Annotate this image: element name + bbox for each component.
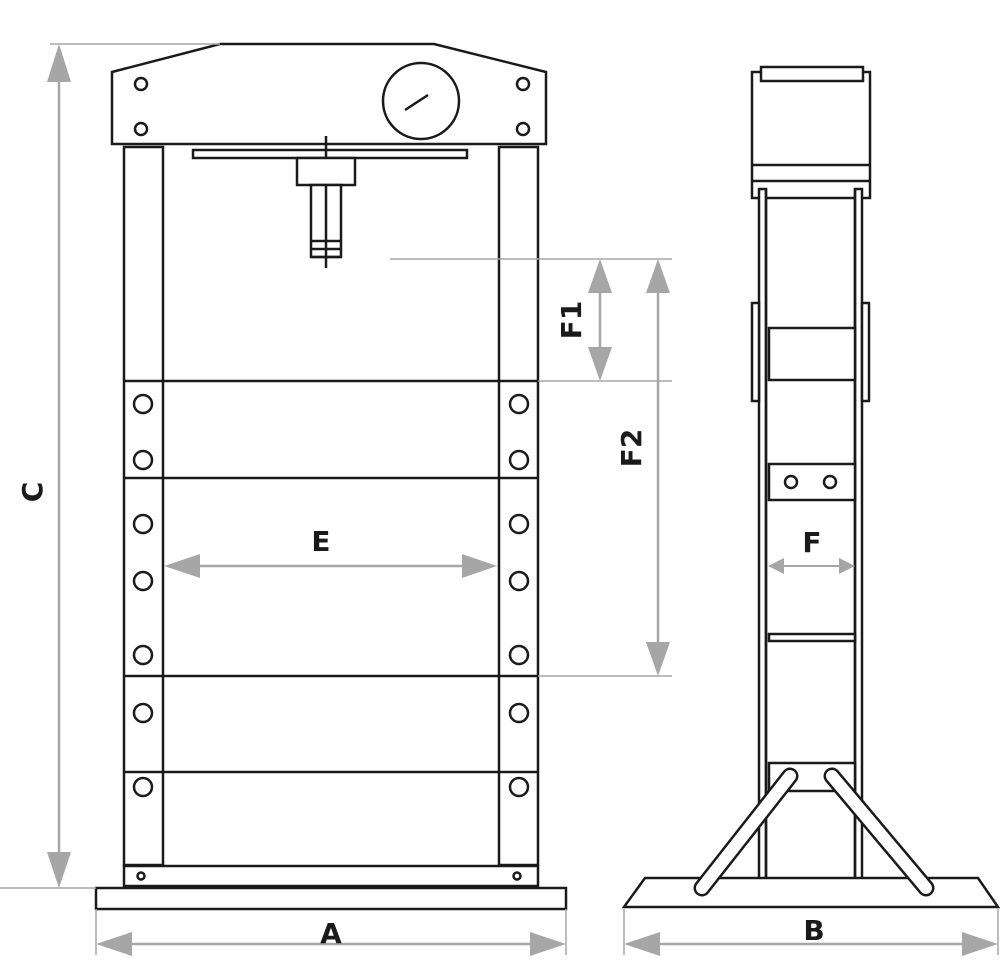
pressure-gauge-icon bbox=[381, 61, 461, 141]
dimension-b-label: B bbox=[803, 914, 824, 947]
base-plate bbox=[94, 886, 568, 911]
side-bed-block bbox=[767, 462, 857, 502]
dimension-f2-label: F2 bbox=[615, 429, 648, 468]
dimension-e-label: E bbox=[311, 525, 330, 558]
side-base-plate bbox=[621, 876, 1000, 909]
hydraulic-ram bbox=[295, 136, 357, 268]
dimension-c bbox=[0, 43, 220, 889]
dimension-a bbox=[95, 909, 567, 956]
dimension-f bbox=[768, 558, 855, 574]
side-brace-left bbox=[693, 767, 799, 897]
left-column bbox=[122, 145, 165, 867]
side-pin-hole bbox=[822, 474, 838, 490]
dimension-e bbox=[164, 554, 497, 578]
side-cylinder bbox=[767, 326, 857, 382]
dimension-f1 bbox=[588, 259, 612, 381]
side-view: F B bbox=[621, 65, 1000, 956]
side-head bbox=[750, 70, 872, 200]
head-bolt-hole bbox=[133, 121, 149, 137]
dimension-f1-label: F1 bbox=[555, 301, 588, 340]
dimension-c-label: C bbox=[16, 482, 49, 503]
side-lower-rail bbox=[767, 632, 857, 643]
front-view: C E A F1 bbox=[0, 42, 672, 956]
base-bolt-hole bbox=[512, 871, 522, 881]
side-handle-left bbox=[750, 301, 761, 403]
side-head-cap bbox=[759, 65, 865, 83]
press-head bbox=[110, 42, 548, 146]
head-bolt-hole bbox=[515, 76, 531, 92]
side-handle-right bbox=[860, 301, 871, 403]
side-brace-right bbox=[823, 767, 935, 897]
base-bolt-hole bbox=[136, 871, 146, 881]
side-pin-hole bbox=[783, 474, 799, 490]
dimension-b bbox=[623, 909, 999, 956]
dimension-a-label: A bbox=[320, 917, 342, 950]
right-column bbox=[497, 145, 540, 867]
head-bolt-hole bbox=[133, 76, 149, 92]
dimension-f2 bbox=[646, 259, 670, 676]
head-bolt-hole bbox=[515, 121, 531, 137]
column-holes bbox=[132, 393, 530, 798]
dimension-f-label: F bbox=[802, 526, 821, 559]
base-upper-plate bbox=[122, 864, 540, 888]
